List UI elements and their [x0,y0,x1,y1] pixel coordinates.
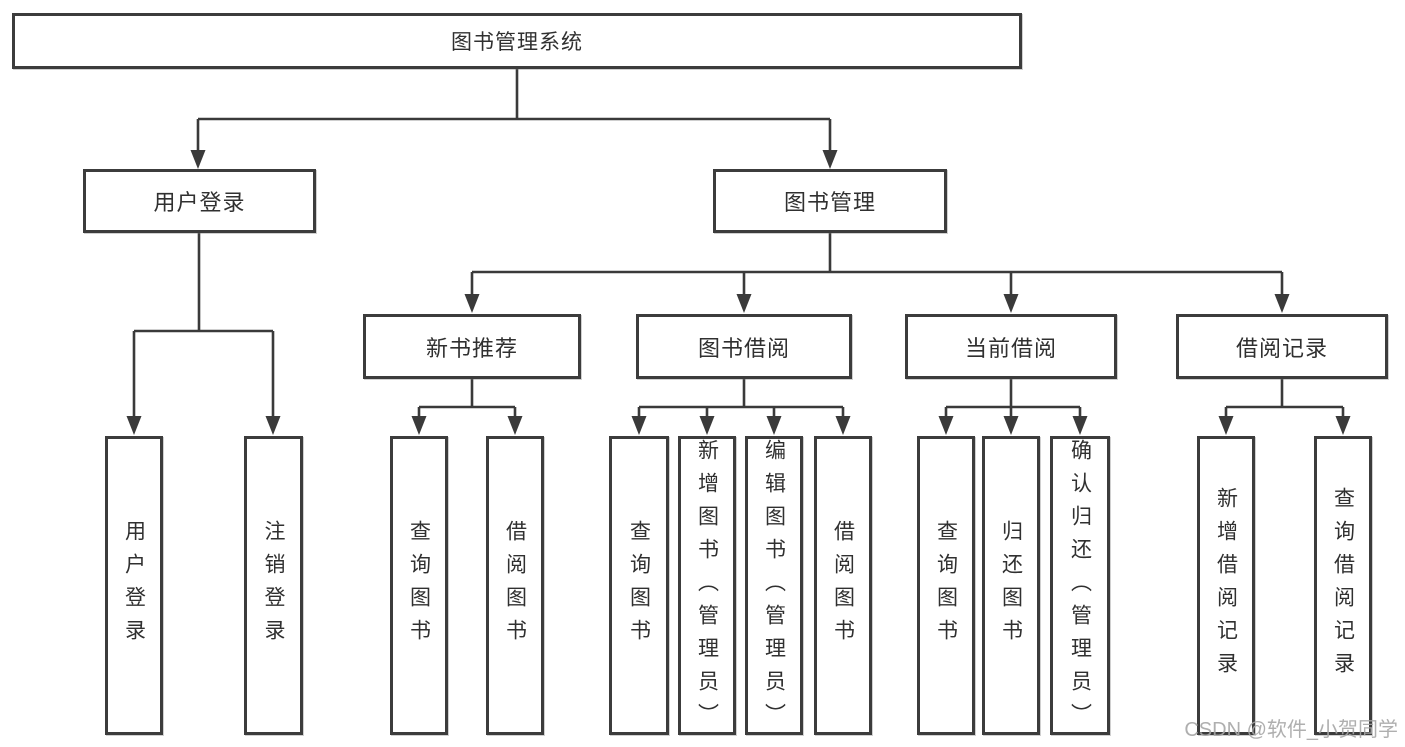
node-cb-confirm-return-admin: 确认归还（管理员） [1050,436,1110,736]
connector-user-login-children [126,233,281,435]
node-root-label: 图书管理系统 [451,31,583,54]
node-cb-confirm-return-admin-label: 确认归还（管理员） [1068,439,1092,736]
node-borrow-record-label: 借阅记录 [1235,335,1328,361]
node-br-add-record-label: 新增借阅记录 [1214,486,1238,685]
node-cb-return-book-label: 归还图书 [999,519,1023,652]
node-bb-query-book: 查询图书 [609,436,669,735]
connector-root-to-level2 [190,69,838,169]
node-bb-add-book-admin-label: 新增图书（管理员） [695,439,719,736]
node-new-book-recommend-label: 新书推荐 [425,335,518,361]
node-bb-borrow-book-label: 借阅图书 [831,519,855,652]
node-cb-query-book-label: 查询图书 [934,519,958,652]
node-logout-action-label: 注销登录 [262,519,285,652]
node-root: 图书管理系统 [12,13,1022,69]
node-nb-query-book: 查询图书 [390,436,448,735]
node-user-login-action-label: 用户登录 [122,519,146,652]
node-bb-borrow-book: 借阅图书 [814,436,872,735]
node-br-query-record: 查询借阅记录 [1314,436,1372,735]
node-user-login: 用户登录 [83,169,316,233]
node-bb-edit-book-admin: 编辑图书（管理员） [745,436,803,736]
node-new-book-recommend: 新书推荐 [363,314,581,379]
node-book-management-label: 图书管理 [783,190,876,215]
node-br-query-record-label: 查询借阅记录 [1331,486,1355,685]
node-book-borrow: 图书借阅 [636,314,852,379]
node-user-login-label: 用户登录 [153,190,246,215]
connector-borrow-record-children [1218,379,1351,435]
connector-book-borrow-children [631,379,851,435]
node-cb-return-book: 归还图书 [982,436,1040,735]
node-logout-action: 注销登录 [244,436,303,735]
node-bb-edit-book-admin-label: 编辑图书（管理员） [762,439,786,736]
csdn-watermark: CSDN @软件_小贺同学 [1184,719,1398,741]
node-borrow-record: 借阅记录 [1176,314,1388,379]
node-bb-add-book-admin: 新增图书（管理员） [678,436,736,736]
node-book-management: 图书管理 [713,169,947,233]
node-br-add-record: 新增借阅记录 [1197,436,1255,735]
connector-current-borrow-children [938,379,1088,435]
node-bb-query-book-label: 查询图书 [627,519,651,652]
node-current-borrow: 当前借阅 [905,314,1117,379]
node-cb-query-book: 查询图书 [917,436,975,735]
node-book-borrow-label: 图书借阅 [697,335,790,361]
node-user-login-action: 用户登录 [105,436,163,735]
node-current-borrow-label: 当前借阅 [964,335,1057,361]
node-nb-borrow-book-label: 借阅图书 [503,519,527,652]
node-nb-query-book-label: 查询图书 [407,519,431,652]
connector-new-book-children [411,379,523,435]
node-nb-borrow-book: 借阅图书 [486,436,544,735]
connector-book-mgmt-to-level3 [464,233,1290,313]
